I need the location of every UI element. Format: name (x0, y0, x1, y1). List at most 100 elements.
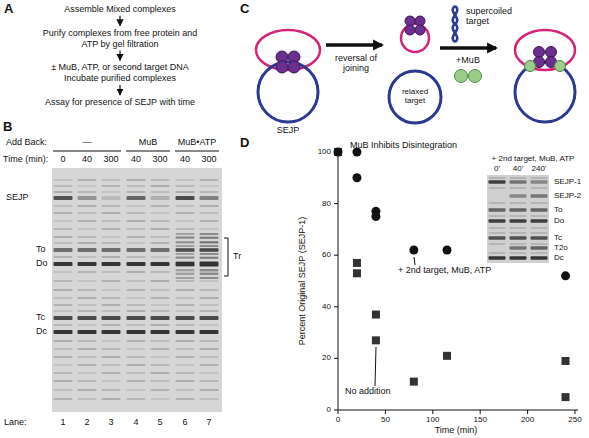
illustration-part (534, 47, 545, 58)
gel-band (102, 289, 121, 291)
lane-number: 2 (84, 418, 89, 428)
band-label: Do (554, 217, 564, 226)
gel-band (531, 219, 548, 223)
gel-band (510, 227, 527, 229)
gel-band (200, 257, 219, 259)
dna-label: relaxed target (392, 88, 438, 106)
leader-line (375, 347, 376, 386)
band-label: SEJP-2 (554, 192, 581, 201)
gel-band (151, 256, 170, 258)
gel-band (127, 212, 146, 214)
gel-band (151, 340, 170, 342)
gel-band (176, 297, 195, 299)
illustration-part (415, 25, 425, 35)
gel-band (54, 340, 73, 342)
time-label: 300 (103, 155, 118, 165)
gel-band (200, 340, 219, 342)
inset-gel (487, 175, 549, 263)
gel-band (151, 316, 170, 320)
gel-band (489, 180, 506, 184)
gel-band (176, 237, 195, 239)
gel-band (151, 271, 170, 273)
gel-band (127, 389, 146, 391)
gel-band (127, 196, 146, 200)
gel-band (102, 330, 121, 334)
data-point-square (562, 357, 570, 365)
data-point-square (443, 352, 451, 360)
gel-band (510, 180, 527, 184)
gel-band (489, 243, 506, 245)
tick-label: 100 (426, 416, 439, 425)
gel-band (176, 220, 195, 222)
gel-band (176, 380, 195, 382)
gel-band (200, 220, 219, 222)
gel-band (489, 252, 506, 254)
mub-protein (455, 70, 482, 83)
gel-band (176, 277, 195, 279)
process-step: Assay for presence of SEJP with time (41, 96, 199, 109)
gel-band (510, 194, 527, 198)
gel-band (78, 228, 97, 230)
gel-band (531, 246, 548, 250)
gel-band (151, 242, 170, 244)
gel-band (200, 228, 219, 230)
gel-band (54, 262, 73, 266)
gel-band (54, 191, 73, 193)
gel-band (151, 262, 170, 266)
time-label: 240' (532, 165, 547, 174)
step-label: +MuB (456, 56, 480, 66)
tick-label: 80 (322, 199, 331, 208)
row-header: Time (min): (3, 155, 48, 165)
axis-title: Percent Original SEJP (SEJP-1) (298, 217, 308, 345)
gel-band (151, 324, 170, 326)
gel-band (102, 304, 121, 306)
gel-band (78, 236, 97, 238)
lane-number: 4 (133, 418, 138, 428)
gel-band (102, 348, 121, 350)
band-label: Dc (554, 254, 564, 263)
flow-arrow (119, 85, 120, 95)
group-underlines (53, 151, 219, 152)
band-label: To (554, 206, 562, 215)
step-text: ± MuB, ATP, or second target DNA Incubat… (36, 62, 204, 84)
gel-band (127, 242, 146, 244)
panel-c-illustration (256, 6, 575, 123)
gel-band (200, 398, 219, 400)
gel-band (531, 202, 548, 204)
gel-band (127, 348, 146, 350)
gel-band (102, 389, 121, 391)
gel-band (531, 252, 548, 254)
flow-arrow (119, 50, 120, 60)
illustration-part (276, 61, 288, 73)
data-point-circle (334, 148, 343, 157)
gel-band (127, 280, 146, 282)
time-label: 300 (201, 155, 216, 165)
gel-band (127, 248, 146, 252)
time-label: 0' (494, 165, 500, 174)
gel-band (54, 256, 73, 258)
gel-band (54, 330, 73, 334)
gel-band (200, 242, 219, 244)
gel-band (78, 356, 97, 358)
gel-band (510, 219, 527, 223)
gel-band (531, 194, 548, 198)
gel-band (176, 241, 195, 243)
gel-band (489, 208, 506, 212)
illustration-part (53, 151, 121, 152)
gel-band (200, 330, 219, 334)
gel-band (127, 340, 146, 342)
tick-mark (334, 410, 338, 411)
supercoiled-dna (453, 6, 458, 42)
gel-band (200, 265, 219, 267)
gel-band (54, 364, 73, 366)
band-label: T2o (554, 244, 568, 253)
gel-band (151, 348, 170, 350)
gel-band (489, 202, 506, 204)
gel-band (176, 356, 195, 358)
gel-band (200, 256, 219, 258)
illustration-part (405, 25, 415, 35)
treatment-label: — (83, 138, 92, 148)
gel-band (78, 256, 97, 258)
illustration-part (126, 151, 170, 152)
